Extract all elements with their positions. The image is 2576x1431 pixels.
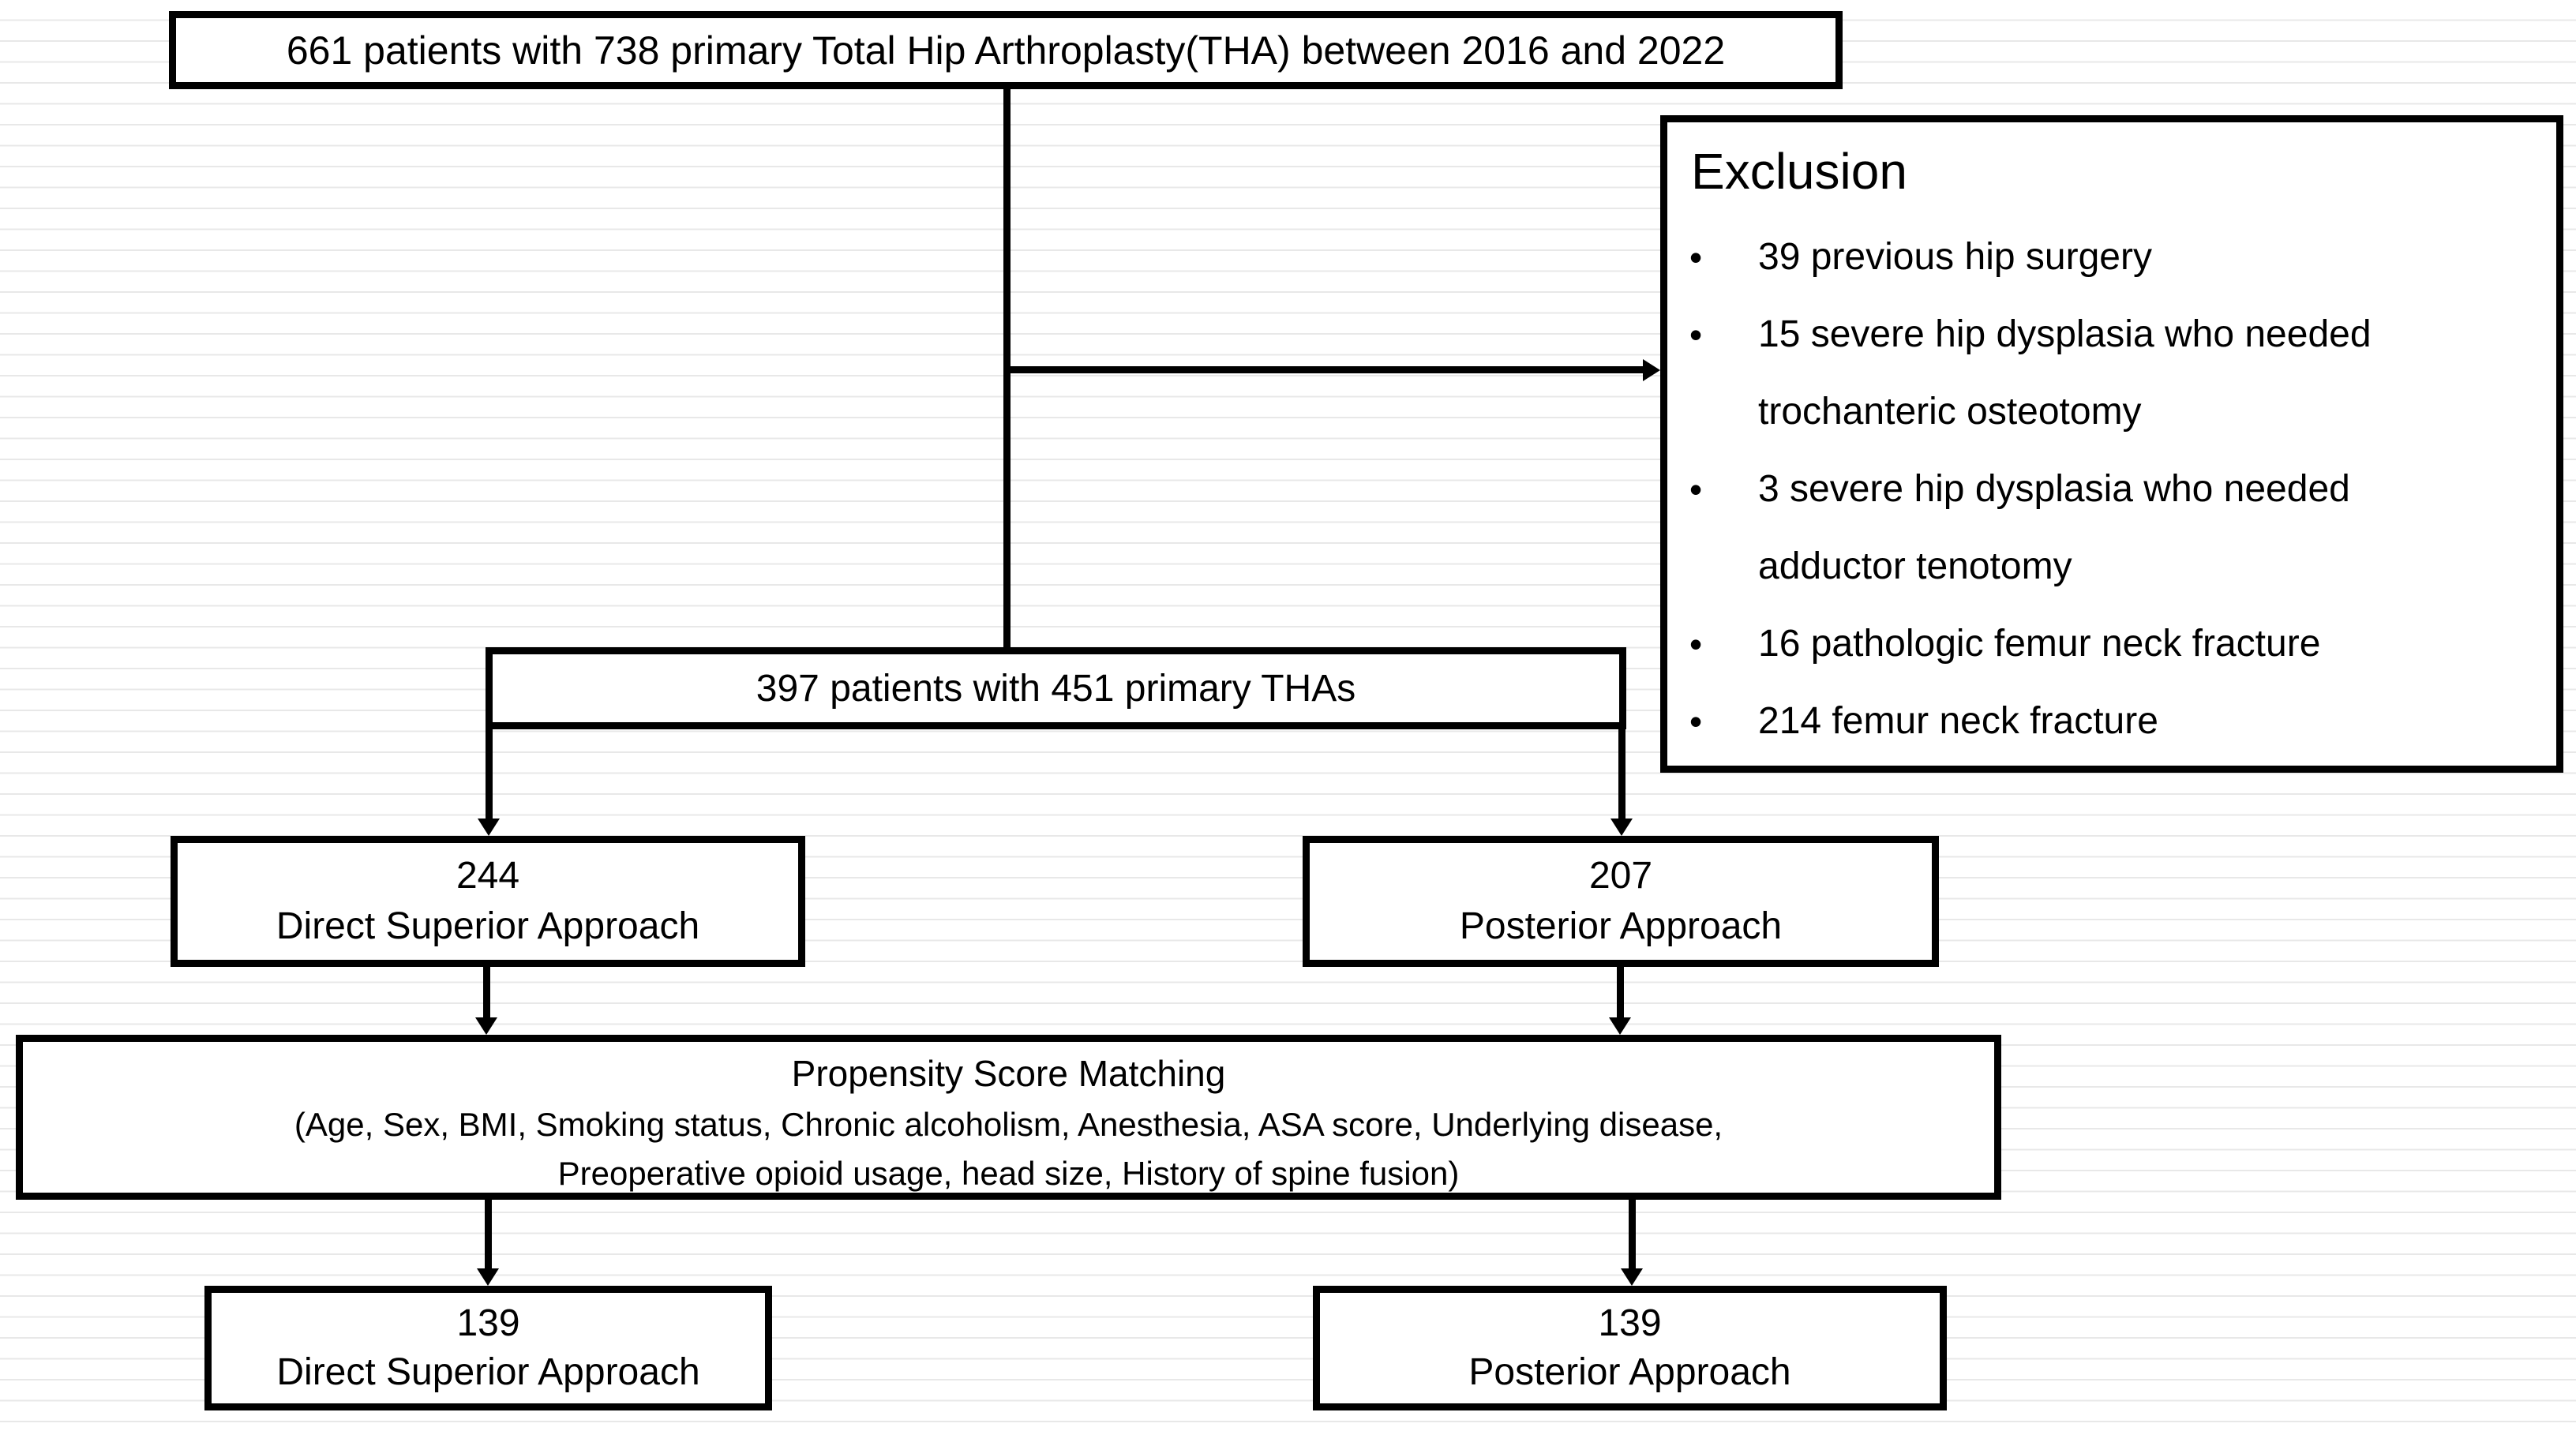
matched-dsa-count: 139	[456, 1302, 520, 1344]
arrow-down-icon	[477, 1268, 499, 1286]
bullet-icon: •	[1689, 237, 1703, 278]
arrow-down-icon	[1609, 1017, 1631, 1035]
arrow-down-icon	[1610, 819, 1633, 836]
matched-dsa-label: Direct Superior Approach	[276, 1351, 700, 1393]
psm-criteria-line1: (Age, Sex, BMI, Smoking status, Chronic …	[294, 1106, 1723, 1143]
bullet-icon: •	[1689, 701, 1703, 742]
connector-dsa-to-psm	[483, 964, 490, 1019]
matched-dsa-box: 139 Direct Superior Approach	[204, 1286, 772, 1410]
enrollment-text: 661 patients with 738 primary Total Hip …	[286, 28, 1726, 73]
matched-pa-count: 139	[1598, 1302, 1662, 1344]
exclusion-item-text: adductor tenotomy	[1758, 545, 2072, 587]
bullet-icon: •	[1689, 469, 1703, 510]
pa-count: 207	[1588, 855, 1653, 897]
psm-criteria-line2: Preoperative opioid usage, head size, Hi…	[557, 1155, 1460, 1192]
pa-box: 207 Posterior Approach	[1303, 836, 1939, 967]
exclusion-item-text: 15 severe hip dysplasia who needed	[1758, 313, 2372, 355]
dsa-label: Direct Superior Approach	[276, 905, 700, 947]
dsa-box: 244 Direct Superior Approach	[171, 836, 805, 967]
exclusion-list: • 39 previous hip surgery • 15 severe hi…	[1667, 219, 2540, 760]
exclusion-item: • 16 pathologic femur neck fracture	[1667, 605, 2540, 683]
bullet-icon: •	[1689, 314, 1703, 355]
pa-label: Posterior Approach	[1459, 905, 1783, 947]
connector-included-to-pa	[1618, 726, 1625, 820]
bullet-icon: •	[1689, 624, 1703, 665]
arrow-down-icon	[478, 819, 500, 836]
connector-pa-to-psm	[1617, 964, 1624, 1019]
connector-psm-to-matched-dsa	[485, 1197, 492, 1270]
exclusion-item-text: 3 severe hip dysplasia who needed	[1758, 468, 2350, 510]
exclusion-item-text: 39 previous hip surgery	[1758, 236, 2152, 278]
exclusion-item: • 15 severe hip dysplasia who needed tro…	[1667, 296, 2540, 451]
matched-pa-box: 139 Posterior Approach	[1313, 1286, 1947, 1410]
matched-pa-label: Posterior Approach	[1468, 1351, 1791, 1393]
exclusion-item: • 39 previous hip surgery	[1667, 219, 2540, 296]
exclusion-item-text: 214 femur neck fracture	[1758, 700, 2158, 742]
arrow-right-icon	[1643, 359, 1660, 381]
exclusion-item: • 3 severe hip dysplasia who needed addu…	[1667, 451, 2540, 605]
exclusion-title: Exclusion	[1691, 143, 1907, 200]
exclusion-item-text: 16 pathologic femur neck fracture	[1758, 623, 2321, 665]
included-box: 397 patients with 451 primary THAs	[486, 647, 1626, 729]
arrow-down-icon	[1621, 1268, 1643, 1286]
connector-to-exclusion	[1007, 366, 1643, 373]
included-text: 397 patients with 451 primary THAs	[756, 667, 1356, 710]
enrollment-box: 661 patients with 738 primary Total Hip …	[169, 11, 1843, 89]
exclusion-item: • 214 femur neck fracture	[1667, 683, 2540, 760]
psm-box: Propensity Score Matching (Age, Sex, BMI…	[16, 1035, 2001, 1200]
dsa-count: 244	[456, 855, 520, 897]
connector-psm-to-matched-pa	[1629, 1197, 1636, 1270]
psm-title: Propensity Score Matching	[791, 1053, 1226, 1094]
exclusion-item-text: trochanteric osteotomy	[1758, 391, 2142, 433]
connector-included-to-dsa	[486, 726, 493, 820]
exclusion-box: Exclusion • 39 previous hip surgery • 15…	[1660, 115, 2563, 773]
arrow-down-icon	[475, 1017, 497, 1035]
